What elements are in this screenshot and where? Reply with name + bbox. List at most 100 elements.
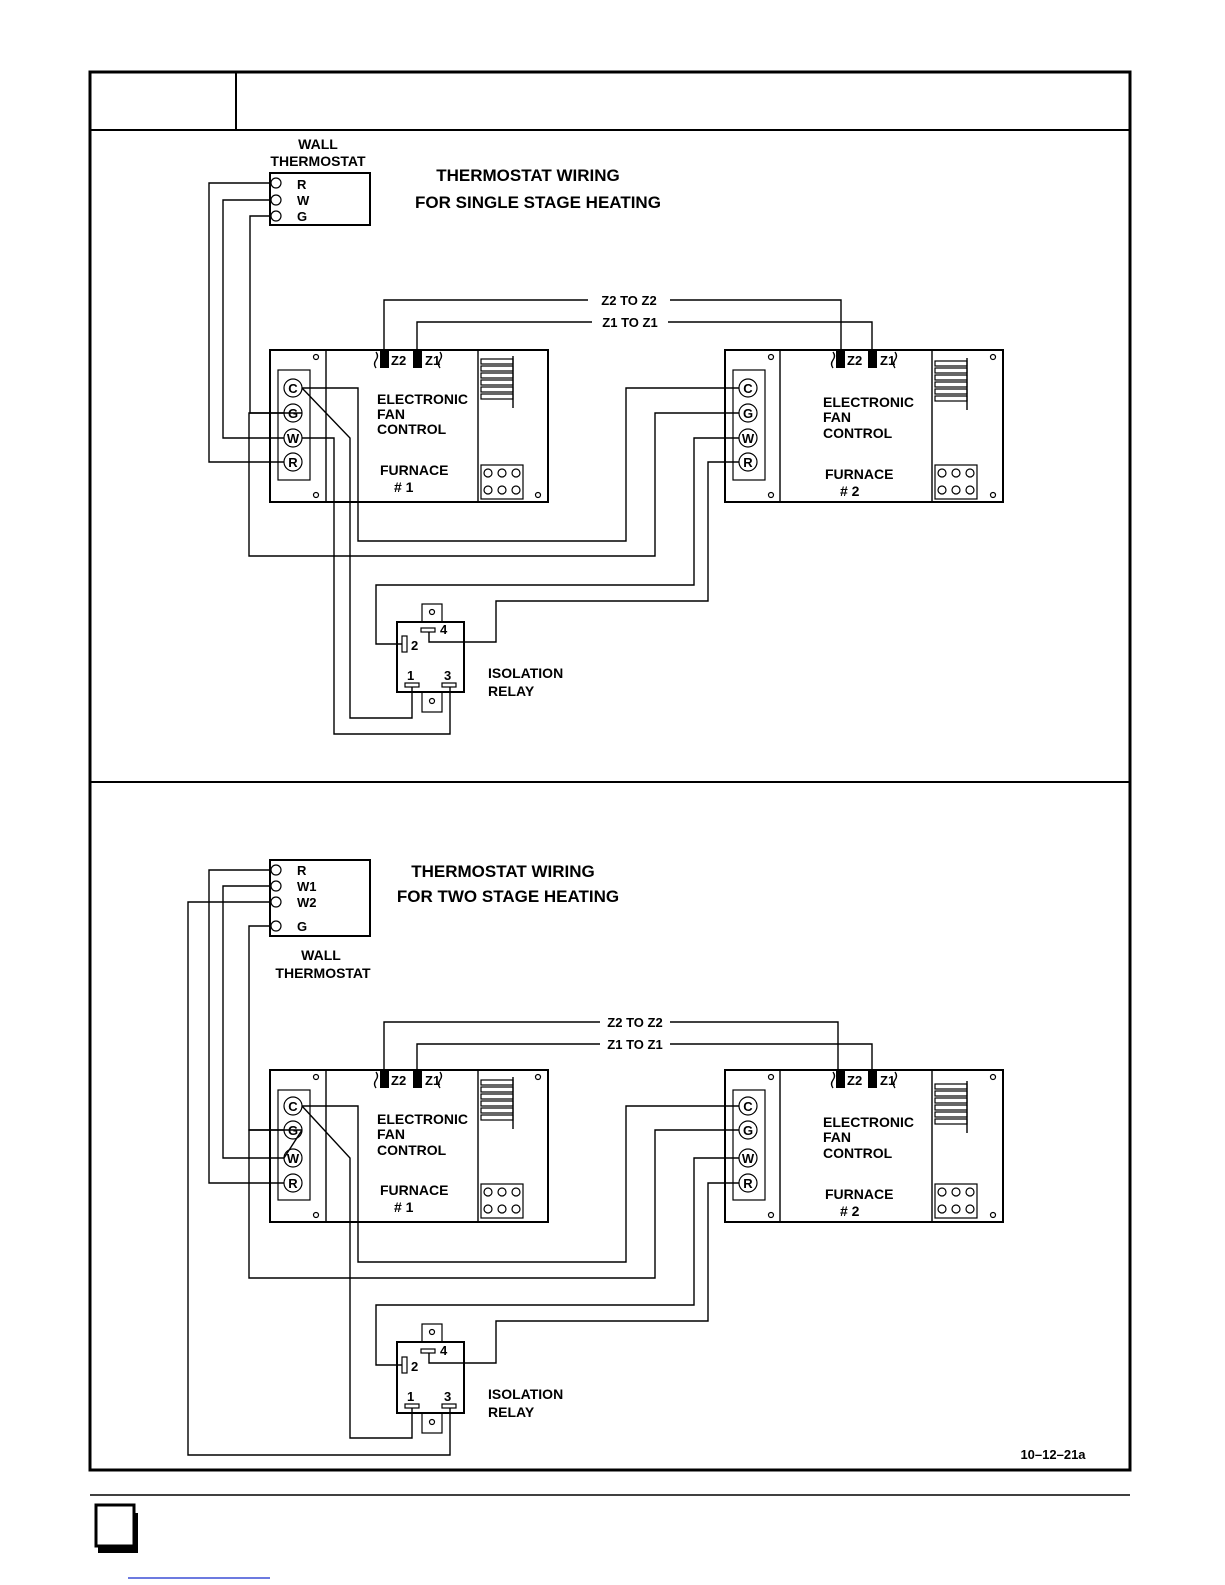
furnace-number: # 1 <box>394 479 414 495</box>
thermostat-label-line2: THERMOSTAT <box>270 153 366 169</box>
terminal-w: W <box>742 1151 755 1166</box>
section-title-line2: FOR TWO STAGE HEATING <box>397 887 619 906</box>
zone-z2-label: Z2 <box>391 353 406 368</box>
thermostat-terminal-r: R <box>297 177 307 192</box>
relay-label-line2: RELAY <box>488 1404 535 1420</box>
terminal-c: C <box>288 381 298 396</box>
thermostat-wiring <box>187 869 739 1456</box>
terminal-w: W <box>742 431 755 446</box>
connector-block <box>934 1183 978 1219</box>
wall-thermostat: R W1 W2 G <box>269 859 371 937</box>
furnace-label: FURNACE <box>380 1182 448 1198</box>
relay-label-line1: ISOLATION <box>488 1386 563 1402</box>
z2-jumper-wire <box>383 1021 600 1078</box>
section-title-line2: FOR SINGLE STAGE HEATING <box>415 193 661 212</box>
zone-z1-label: Z1 <box>880 1073 895 1088</box>
relay-label-line2: RELAY <box>488 683 535 699</box>
furnace-number: # 2 <box>840 1203 860 1219</box>
fan-control-label-line1: ELECTRONIC <box>377 391 468 407</box>
section-title-line1: THERMOSTAT WIRING <box>436 166 620 185</box>
thermostat-label-line2: THERMOSTAT <box>275 965 371 981</box>
isolation-relay: 2 4 1 3 <box>396 1323 465 1434</box>
vent-slots <box>934 1081 968 1133</box>
relay-pin-2: 2 <box>411 1359 418 1374</box>
z2-jumper-label: Z2 TO Z2 <box>607 1015 662 1030</box>
section-title-line1: THERMOSTAT WIRING <box>411 862 595 881</box>
relay-pin-3: 3 <box>444 668 451 683</box>
connector-block <box>934 464 978 500</box>
z1-jumper-wire <box>416 321 592 358</box>
furnace-number: # 2 <box>840 483 860 499</box>
terminal-r: R <box>743 455 753 470</box>
terminal-g: G <box>743 1123 753 1138</box>
terminal-g: G <box>743 406 753 421</box>
terminal-c: C <box>743 1099 753 1114</box>
terminal-r: R <box>288 1176 298 1191</box>
zone-z2-label: Z2 <box>847 353 862 368</box>
thermostat-wiring <box>208 182 739 735</box>
single-stage-section: WALL THERMOSTAT R W G THERMOSTAT WIRING … <box>208 136 1004 735</box>
zone-z1-label: Z1 <box>425 1073 440 1088</box>
vent-slots <box>480 356 514 408</box>
two-stage-section: R W1 W2 G WALL THERMOSTAT THERMOSTAT WIR… <box>187 859 1086 1462</box>
fan-control-label-line1: ELECTRONIC <box>823 394 914 410</box>
fan-control-label-line2: FAN <box>377 406 405 422</box>
fan-control-label-line3: CONTROL <box>823 1145 893 1161</box>
zone-z1-label: Z1 <box>425 353 440 368</box>
terminal-c: C <box>288 1099 298 1114</box>
furnace-1-fan-control: Z2 Z1 C G W R ELECTRONIC FAN CONTROL FUR… <box>269 349 549 503</box>
z1-jumper-label: Z1 TO Z1 <box>607 1037 662 1052</box>
fan-control-label-line2: FAN <box>823 1129 851 1145</box>
relay-pin-1: 1 <box>407 1389 414 1404</box>
z2-jumper-wire <box>383 299 588 358</box>
relay-pin-4: 4 <box>440 1343 448 1358</box>
z1-jumper-wire <box>416 1043 600 1078</box>
terminal-w: W <box>287 431 300 446</box>
furnace-label: FURNACE <box>825 1186 893 1202</box>
relay-label-line1: ISOLATION <box>488 665 563 681</box>
terminal-c: C <box>743 381 753 396</box>
thermostat-terminal-w: W <box>297 193 310 208</box>
vent-slots <box>480 1077 514 1129</box>
terminal-w: W <box>287 1151 300 1166</box>
furnace-1-fan-control: Z2 Z1 C G W R ELECTRONIC FAN CONTROL FUR… <box>269 1069 549 1223</box>
zone-z2-label: Z2 <box>391 1073 406 1088</box>
zone-z2-label: Z2 <box>847 1073 862 1088</box>
zone-z1-label: Z1 <box>880 353 895 368</box>
furnace-label: FURNACE <box>380 462 448 478</box>
terminal-r: R <box>288 455 298 470</box>
fan-control-label-line3: CONTROL <box>377 1142 447 1158</box>
fan-control-label-line1: ELECTRONIC <box>377 1111 468 1127</box>
vent-slots <box>934 358 968 410</box>
furnace-2-fan-control: Z2 Z1 C G W R ELECTRONIC FAN CONTROL FUR… <box>724 1069 1004 1223</box>
wall-thermostat: R W G <box>269 172 371 226</box>
outer-frame <box>88 70 1132 1472</box>
fan-control-label-line3: CONTROL <box>823 425 893 441</box>
terminal-r: R <box>743 1176 753 1191</box>
thermostat-label-line1: WALL <box>301 947 341 963</box>
page-marker-icon <box>94 1503 138 1553</box>
fan-control-label-line1: ELECTRONIC <box>823 1114 914 1130</box>
thermostat-terminal-w1: W1 <box>297 879 317 894</box>
isolation-relay: 2 4 1 3 <box>396 603 465 713</box>
connector-block <box>480 464 524 500</box>
fan-control-label-line2: FAN <box>377 1126 405 1142</box>
furnace-2-fan-control: Z2 Z1 C G W R ELECTRONIC FAN CONTROL FUR… <box>724 349 1004 503</box>
furnace-label: FURNACE <box>825 466 893 482</box>
z2-jumper-label: Z2 TO Z2 <box>601 293 656 308</box>
relay-pin-2: 2 <box>411 638 418 653</box>
relay-pin-1: 1 <box>407 668 414 683</box>
connector-block <box>480 1183 524 1219</box>
relay-pin-4: 4 <box>440 622 448 637</box>
thermostat-terminal-g: G <box>297 209 307 224</box>
thermostat-terminal-r: R <box>297 863 307 878</box>
fan-control-label-line2: FAN <box>823 409 851 425</box>
fan-control-label-line3: CONTROL <box>377 421 447 437</box>
thermostat-terminal-g: G <box>297 919 307 934</box>
figure-code: 10–12–21a <box>1020 1447 1086 1462</box>
furnace-number: # 1 <box>394 1199 414 1215</box>
thermostat-terminal-w2: W2 <box>297 895 317 910</box>
thermostat-label-line1: WALL <box>298 136 338 152</box>
z1-jumper-label: Z1 TO Z1 <box>602 315 657 330</box>
